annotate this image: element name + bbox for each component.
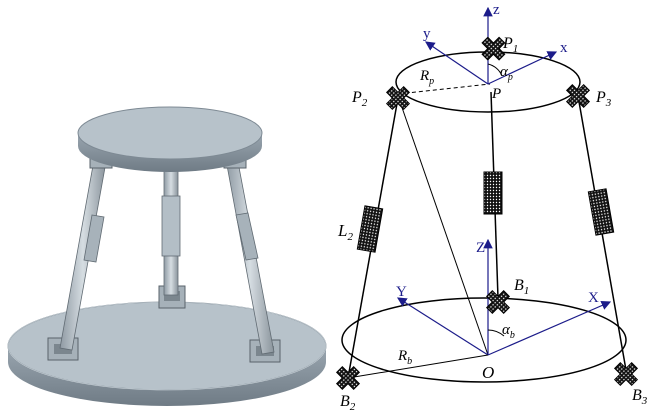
- label-z-top: z: [493, 2, 500, 18]
- p2-to-o-line: [397, 95, 489, 356]
- label-p1: P1: [502, 35, 518, 55]
- label-l2: L2: [337, 221, 353, 243]
- top-x-axis: [487, 51, 558, 85]
- kinematic-schematic: z x y P1 P2 P3 P Rp αp L2 Z Y: [330, 0, 662, 415]
- label-x-base: X: [588, 290, 599, 306]
- top-y-axis: [425, 41, 489, 85]
- label-o: O: [482, 363, 494, 382]
- label-b1: B1: [514, 277, 529, 297]
- joint-b2: [335, 365, 361, 391]
- label-z-base: Z: [476, 240, 485, 256]
- label-alpha-b: αb: [502, 322, 515, 341]
- joint-b1: [485, 289, 511, 315]
- label-p2: P2: [351, 89, 368, 109]
- leg-left: [59, 159, 107, 351]
- label-b2: B2: [340, 393, 356, 413]
- alpha-p-arc: [487, 63, 503, 77]
- joint-b3: [613, 361, 639, 387]
- joint-p3: [565, 83, 591, 109]
- joint-p2: [385, 85, 411, 111]
- label-p-center: P: [491, 86, 501, 102]
- rb-line: [347, 354, 489, 379]
- label-y-base: Y: [396, 284, 407, 300]
- base-ellipse: [341, 297, 627, 383]
- joint-p1: [481, 36, 506, 61]
- schematic-svg: z x y P1 P2 P3 P Rp αp L2 Z Y: [335, 2, 648, 413]
- label-rp: Rp: [419, 68, 434, 87]
- label-p3: P3: [595, 89, 612, 109]
- rp-dashed-line: [397, 83, 491, 95]
- label-alpha-p: αp: [500, 64, 513, 83]
- actuator-2: [356, 205, 384, 253]
- base-disk: [7, 301, 327, 406]
- actuator-3: [587, 188, 615, 236]
- label-b3: B3: [632, 387, 648, 407]
- base-x-axis: [487, 300, 612, 356]
- platform-render-svg: [7, 106, 327, 406]
- label-y-top: y: [423, 26, 431, 42]
- label-rb: Rb: [397, 348, 412, 367]
- alpha-b-arc: [487, 329, 505, 337]
- label-x-top: x: [560, 40, 568, 56]
- 3d-platform-render: [0, 0, 330, 415]
- actuator-1: [483, 171, 503, 215]
- base-y-axis: [396, 297, 489, 356]
- top-platform-disk: [77, 106, 263, 172]
- leg-center: [161, 159, 181, 296]
